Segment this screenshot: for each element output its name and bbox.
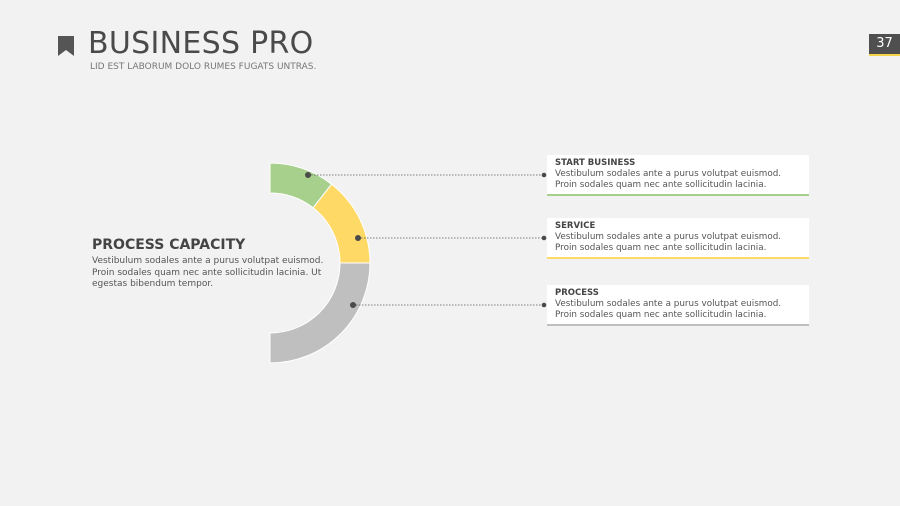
connector-dot [350, 302, 356, 308]
connector-dot [541, 302, 547, 308]
page-number-badge: 37 [869, 34, 900, 56]
card-title: PROCESS [555, 288, 599, 298]
connector-dot [541, 172, 547, 178]
page-subtitle: LID EST LABORUM DOLO RUMES FUGATS UNTRAS… [90, 62, 317, 72]
card-service: SERVICE Vestibulum sodales ante a purus … [547, 218, 809, 259]
connector-dot [355, 235, 361, 241]
card-line: Vestibulum sodales ante a purus volutpat… [555, 169, 782, 179]
bookmark-icon [58, 36, 74, 56]
connector-dot [305, 172, 311, 178]
page-title: BUSINESS PRO [88, 26, 314, 61]
card-line: Vestibulum sodales ante a purus volutpat… [555, 299, 782, 309]
arc-segment-process [269, 262, 371, 364]
card-line: Vestibulum sodales ante a purus volutpat… [555, 232, 782, 242]
card-line: Proin sodales quam nec ante sollicitudin… [555, 243, 767, 253]
card-title: SERVICE [555, 221, 596, 231]
process-capacity-body: Vestibulum sodales ante a purus volutpat… [92, 256, 324, 289]
connector-dot [541, 235, 547, 241]
card-line: Proin sodales quam nec ante sollicitudin… [555, 310, 767, 320]
card-title: START BUSINESS [555, 158, 636, 168]
card-line: Proin sodales quam nec ante sollicitudin… [555, 180, 767, 190]
card-process: PROCESS Vestibulum sodales ante a purus … [547, 285, 809, 326]
card-start-business: START BUSINESS Vestibulum sodales ante a… [547, 155, 809, 196]
process-capacity-title: PROCESS CAPACITY [92, 237, 246, 253]
